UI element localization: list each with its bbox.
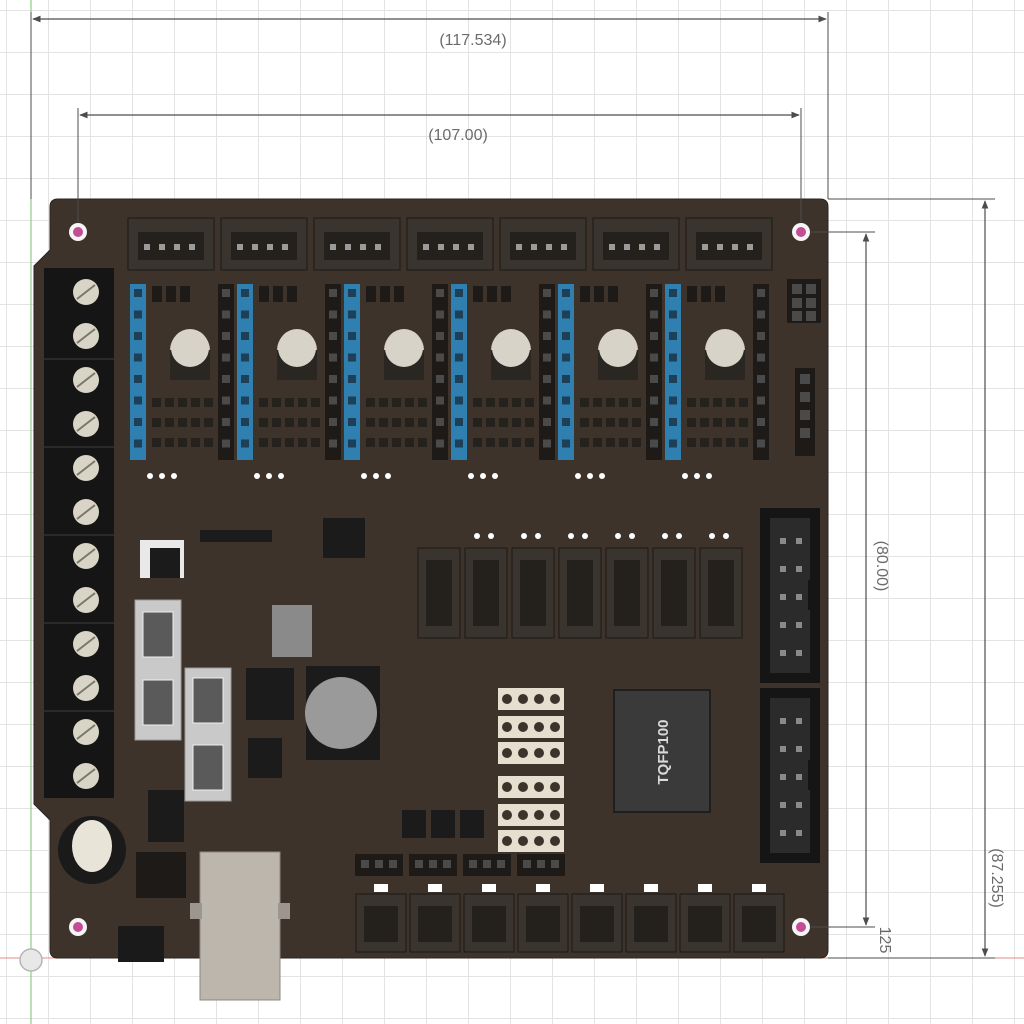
terminal-screw xyxy=(73,499,99,525)
eeprom-chip xyxy=(323,518,365,558)
stepper-driver-socket xyxy=(130,284,234,479)
top-connector-row xyxy=(127,217,773,271)
stepper-driver-socket xyxy=(344,284,448,479)
jumper-row xyxy=(498,716,564,738)
stepper-driver-socket xyxy=(237,284,341,479)
jumper-row xyxy=(498,830,564,852)
buzzer xyxy=(58,816,126,884)
stepper-driver-socket xyxy=(665,284,769,479)
mosfet-small xyxy=(248,738,282,778)
top-connector xyxy=(499,217,587,271)
bottom-connector xyxy=(679,884,731,953)
terminal-screw xyxy=(73,719,99,745)
right-pin-header-top xyxy=(787,279,821,323)
right-pin-header-mid xyxy=(795,368,815,456)
top-connector xyxy=(127,217,215,271)
dc-jack xyxy=(118,926,164,962)
usb-b-port xyxy=(190,851,290,1001)
bottom-connector xyxy=(571,884,623,953)
terminal-screw xyxy=(73,411,99,437)
mount-hole-top-right xyxy=(792,223,810,241)
mid-connector xyxy=(417,547,461,639)
mount-hole-top-left xyxy=(69,223,87,241)
origin-marker-icon[interactable] xyxy=(19,948,43,972)
terminal-screw xyxy=(73,763,99,789)
dimension-overall-height-label: (87.255) xyxy=(988,848,1005,908)
mosfet-large xyxy=(148,790,184,842)
top-connector xyxy=(406,217,494,271)
fuse-holder-b xyxy=(184,667,232,802)
dimension-hole-spacing-y: (80.00) xyxy=(811,231,890,928)
mid-connector xyxy=(464,533,508,639)
fuse-holder-a xyxy=(134,599,182,741)
idc-header-lower xyxy=(760,688,820,863)
voltage-regulator xyxy=(140,540,184,578)
small-ic-row xyxy=(402,810,484,838)
dimension-overall-width-label: (117.534) xyxy=(439,32,506,49)
smd-inductor xyxy=(272,605,312,657)
mcu-marking: TQFP100 xyxy=(655,719,672,784)
terminal-screw xyxy=(73,587,99,613)
jumper-row xyxy=(498,776,564,798)
mcu-chip: TQFP100 xyxy=(613,689,711,813)
top-connector xyxy=(220,217,308,271)
dimension-hole-spacing-x: (107.00) xyxy=(77,108,802,222)
bottom-connector xyxy=(733,884,785,953)
bottom-connector-row xyxy=(355,884,785,953)
dimension-overall-height: (87.255) xyxy=(828,198,1005,959)
mid-connector xyxy=(511,533,555,639)
bottom-connector xyxy=(517,884,569,953)
bottom-connector xyxy=(463,884,515,953)
jumper-row xyxy=(498,688,564,710)
bottom-connector xyxy=(355,884,407,953)
stepper-driver-socket xyxy=(451,284,555,479)
bottom-connector xyxy=(625,884,677,953)
terminal-screw xyxy=(73,675,99,701)
bottom-pin-header-row xyxy=(355,854,565,876)
top-connector xyxy=(592,217,680,271)
terminal-screw xyxy=(73,279,99,305)
six-pin-header xyxy=(136,852,186,898)
bottom-connector xyxy=(409,884,461,953)
idc-header-upper xyxy=(760,508,820,683)
jumper-row xyxy=(498,804,564,826)
terminal-screw xyxy=(73,367,99,393)
electrolytic-capacitor-large xyxy=(305,666,380,760)
top-connector xyxy=(685,217,773,271)
mid-connector xyxy=(652,533,696,639)
stepper-driver-socket xyxy=(558,284,662,479)
mount-hole-bottom-left xyxy=(69,918,87,936)
mid-connector-row xyxy=(417,533,743,639)
smd-resistor-array xyxy=(200,530,272,542)
top-connector xyxy=(313,217,401,271)
power-terminal-block xyxy=(44,268,114,798)
mid-connector xyxy=(558,533,602,639)
terminal-screw xyxy=(73,323,99,349)
driver-socket-area xyxy=(130,284,769,479)
dimension-hole-spacing-x-label: (107.00) xyxy=(428,127,488,144)
terminal-screw xyxy=(73,543,99,569)
terminal-screw xyxy=(73,631,99,657)
dimension-overall-width: (117.534) xyxy=(30,12,829,199)
power-ic xyxy=(246,668,294,720)
terminal-screw xyxy=(73,455,99,481)
mid-connector xyxy=(699,533,743,639)
mount-hole-bottom-right xyxy=(792,918,810,936)
jumper-row xyxy=(498,742,564,764)
jumper-block xyxy=(498,688,564,852)
dimension-hole-spacing-y-label: (80.00) xyxy=(873,541,890,592)
mid-connector xyxy=(605,533,649,639)
dimension-edge-offset-label: 125 xyxy=(876,927,893,954)
